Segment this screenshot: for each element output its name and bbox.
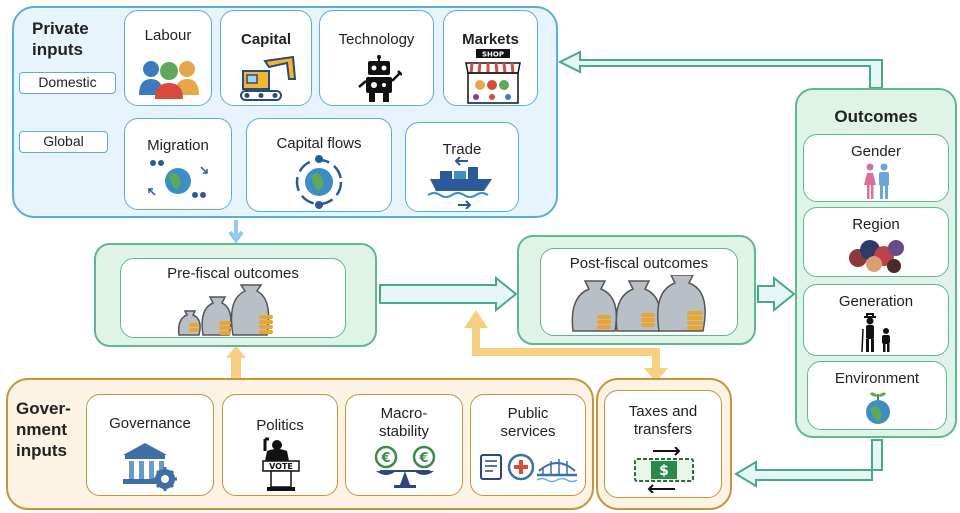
environment-label: Environment: [834, 370, 920, 387]
private-inputs-title-line2: inputs: [32, 40, 83, 59]
taxes-label-line2: transfers: [633, 421, 693, 438]
governance-label: Governance: [109, 415, 191, 432]
gender-icon: [864, 163, 889, 199]
arrow-outcomes-to-taxes: [734, 439, 883, 488]
shop-sign-text: SHOP: [482, 51, 504, 59]
politics-label: Politics: [256, 417, 304, 434]
currency-symbol-text: $: [659, 463, 669, 479]
balance-scale-icon: € €: [374, 445, 436, 488]
politics-card: Politics VOTE: [222, 394, 338, 496]
arrow-outcomes-to-private: [557, 50, 883, 89]
public-services-label-line2: services: [500, 423, 556, 440]
cargo-ship-icon: [427, 157, 492, 209]
region-label: Region: [852, 216, 900, 233]
labour-label: Labour: [144, 27, 192, 44]
domestic-tag: Domestic: [19, 72, 116, 94]
globe-currency-icon: [295, 155, 343, 209]
governance-card: Governance: [86, 394, 214, 496]
gender-card: Gender: [803, 134, 949, 202]
public-services-card: Public services: [470, 394, 586, 496]
markets-label: Markets: [462, 31, 519, 48]
capital-flows-label: Capital flows: [276, 135, 362, 152]
migration-card: Migration: [124, 118, 232, 210]
money-bags-icon: [571, 275, 706, 332]
trade-card: Trade: [405, 122, 519, 212]
macrostability-card: Macro- stability € €: [345, 394, 463, 496]
markets-card: Markets SHOP: [443, 10, 538, 106]
coin-right-text: €: [418, 451, 428, 466]
migration-label: Migration: [147, 137, 209, 154]
outcomes-title: Outcomes: [834, 107, 918, 126]
post-fiscal-label: Post-fiscal outcomes: [569, 255, 709, 272]
gender-label: Gender: [850, 143, 902, 160]
robot-icon: [358, 55, 402, 102]
earth-plant-icon: [866, 392, 890, 424]
vote-sign-text: VOTE: [269, 462, 293, 471]
region-card: Region: [803, 207, 949, 277]
government-title-line3: inputs: [16, 441, 67, 460]
taxes-card: Taxes and transfers $: [604, 390, 722, 498]
globe-people-icon: [148, 160, 208, 198]
post-fiscal-card: Post-fiscal outcomes: [540, 248, 738, 336]
generation-label: Generation: [838, 293, 914, 310]
excavator-icon: [240, 55, 297, 101]
elder-child-icon: [861, 313, 890, 353]
arrow-government-to-prefiscal: [226, 346, 246, 378]
macrostability-label-line2: stability: [378, 423, 430, 440]
capital-flows-card: Capital flows: [246, 118, 392, 212]
banknote-transfer-icon: $: [634, 447, 694, 493]
institution-gear-icon: [123, 443, 177, 491]
arrow-prefiscal-to-postfiscal: [379, 275, 518, 313]
generation-card: Generation: [803, 284, 949, 356]
global-tag: Global: [19, 131, 108, 153]
government-inputs-title: Gover- nment inputs: [16, 398, 86, 461]
private-inputs-title-line1: Private: [32, 19, 89, 38]
private-inputs-title: Private inputs: [32, 18, 122, 60]
capital-label: Capital: [240, 31, 291, 48]
pre-fiscal-label: Pre-fiscal outcomes: [167, 265, 299, 282]
technology-label: Technology: [338, 31, 415, 48]
arrow-postfiscal-to-outcomes: [757, 275, 796, 313]
trade-label: Trade: [442, 141, 482, 158]
technology-card: Technology: [319, 10, 434, 106]
government-title-line2: nment: [16, 420, 67, 439]
government-title-line1: Gover-: [16, 399, 71, 418]
environment-card: Environment: [807, 361, 947, 430]
taxes-label-line1: Taxes and: [628, 403, 698, 420]
capital-card: Capital: [220, 10, 312, 106]
macrostability-label-line1: Macro-: [380, 405, 428, 422]
vote-icon: VOTE: [262, 437, 300, 491]
labour-card: Labour: [124, 10, 212, 106]
people-icon: [139, 61, 199, 99]
shop-icon: SHOP: [465, 49, 521, 104]
pre-fiscal-card: Pre-fiscal outcomes: [120, 258, 346, 338]
public-services-label-line1: Public: [507, 405, 549, 422]
services-icon: [480, 453, 578, 483]
people-heads-icon: [849, 240, 904, 273]
coin-left-text: €: [380, 451, 390, 466]
arrow-private-to-prefiscal: [228, 220, 244, 244]
money-bags-icon: [177, 284, 273, 336]
